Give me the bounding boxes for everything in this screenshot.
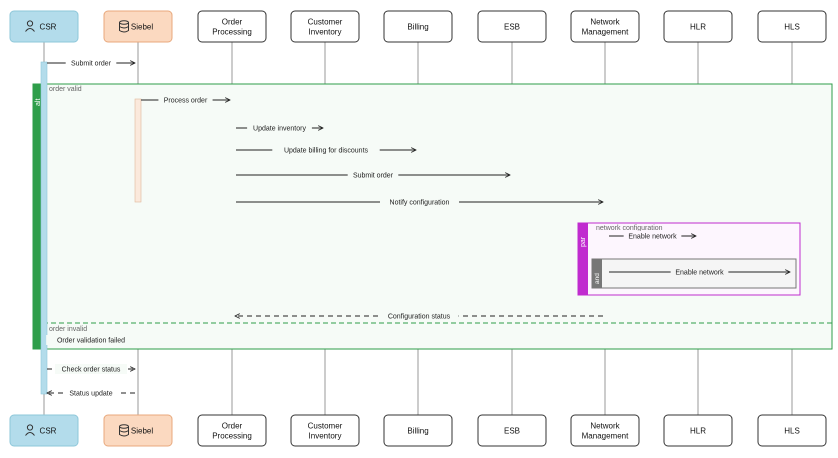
participant-billing-bottom[interactable]: Billing — [383, 414, 453, 447]
message-3: Update inventory — [236, 123, 323, 133]
participant-label: Siebel — [131, 23, 153, 32]
participant-label: CSR — [40, 23, 57, 32]
activation-bar-csr — [40, 61, 48, 395]
message-10: Order validation failed — [46, 335, 136, 345]
user-icon — [25, 20, 35, 32]
message-5: Submit order — [236, 170, 510, 180]
message-label: Configuration status — [388, 314, 451, 321]
message-label-bg — [247, 123, 312, 133]
message-label-bg — [347, 170, 399, 180]
participant-label: CSR — [40, 427, 57, 436]
alt-guard-valid: order valid — [49, 86, 82, 93]
message-9: Configuration status — [235, 311, 603, 321]
participant-csr-top[interactable]: CSR — [9, 10, 79, 43]
message-label-bg — [379, 311, 459, 321]
message-6: Notify configuration — [236, 197, 603, 207]
message-2: Process order — [141, 95, 230, 105]
message-4: Update billing for discounts — [236, 145, 416, 155]
par-frame: par network configuration and — [577, 222, 801, 296]
and-frame-tag: and — [594, 273, 601, 284]
message-11: Check order status — [47, 364, 135, 374]
message-label: Status update — [69, 391, 112, 398]
participant-label: Billing — [407, 23, 428, 32]
message-label-bg — [670, 267, 729, 277]
participant-esb-top[interactable]: ESB — [477, 10, 547, 43]
message-label-bg — [65, 58, 117, 68]
message-7: Enable network — [609, 231, 696, 241]
message-label: Update billing for discounts — [284, 148, 369, 155]
message-label-bg — [272, 145, 380, 155]
message-label-bg — [63, 388, 119, 398]
participant-label: ESB — [504, 427, 520, 436]
participant-label: HLS — [784, 427, 800, 436]
message-label: Submit order — [353, 173, 394, 180]
message-1: Submit order — [47, 58, 135, 68]
par-guard: network configuration — [596, 225, 663, 232]
message-label-bg — [55, 364, 127, 374]
participant-label: Billing — [407, 427, 428, 436]
message-8: Enable network — [609, 267, 790, 277]
participant-billing-top[interactable]: Billing — [383, 10, 453, 43]
message-12: Status update — [47, 388, 135, 398]
participant-esb-bottom[interactable]: ESB — [477, 414, 547, 447]
message-label: Enable network — [628, 234, 677, 241]
message-label: Process order — [164, 98, 208, 105]
message-label-bg — [623, 231, 682, 241]
participant-label: HLR — [690, 23, 706, 32]
message-label-bg — [46, 335, 136, 345]
message-label: Notify configuration — [390, 200, 450, 207]
database-icon — [119, 424, 129, 437]
participant-label: HLR — [690, 427, 706, 436]
message-label: Check order status — [62, 367, 121, 374]
message-label-bg — [380, 197, 459, 207]
message-label: Submit order — [71, 61, 112, 68]
database-icon — [119, 20, 129, 33]
activation-bar-siebel — [134, 98, 142, 203]
par-frame-tag: par — [580, 236, 587, 247]
message-label: Order validation failed — [57, 338, 125, 345]
participant-label: Siebel — [131, 427, 153, 436]
message-label-bg — [158, 95, 213, 105]
participant-label: ESB — [504, 23, 520, 32]
alt-frame: alt order valid order invalid — [32, 83, 833, 350]
participant-hlr-top[interactable]: HLR — [663, 10, 733, 43]
participant-hls-top[interactable]: HLS — [757, 10, 827, 43]
participant-label: HLS — [784, 23, 800, 32]
alt-guard-invalid: order invalid — [49, 326, 87, 333]
user-icon — [25, 424, 35, 436]
message-label: Update inventory — [253, 126, 306, 133]
participant-siebel-bottom[interactable]: Siebel — [103, 414, 173, 447]
participant-hlr-bottom[interactable]: HLR — [663, 414, 733, 447]
participant-hls-bottom[interactable]: HLS — [757, 414, 827, 447]
participant-siebel-top[interactable]: Siebel — [103, 10, 173, 43]
participant-csr-bottom[interactable]: CSR — [9, 414, 79, 447]
alt-frame-tag: alt — [35, 99, 42, 106]
message-label: Enable network — [675, 270, 724, 277]
